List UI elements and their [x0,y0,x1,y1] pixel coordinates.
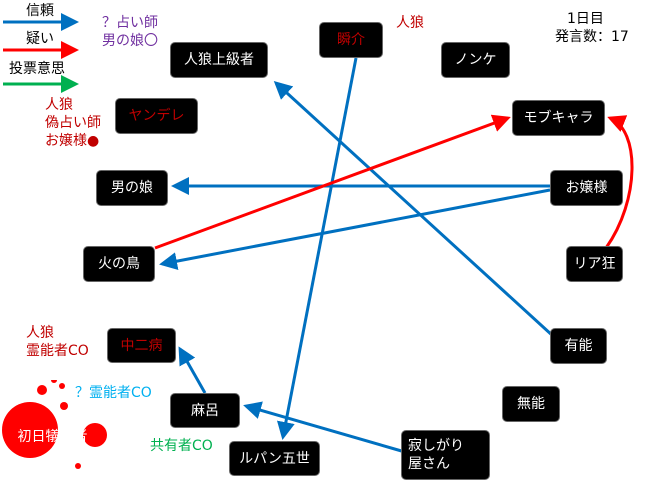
node-chuni[interactable]: 中二病 [107,328,176,363]
node-lupin[interactable]: ルパン五世 [229,441,320,476]
doubt-arrow [604,115,634,249]
trust-arrow [273,80,555,338]
shunsuke-note: 人狼 [396,15,424,31]
legend-vote-label: 投票意思 [9,61,65,77]
node-ojousama[interactable]: お嬢様 [550,170,623,206]
node-otokonoko[interactable]: 男の娘 [96,170,168,206]
remarks-count: 発言数：17 [555,29,629,45]
trust-arrow [276,57,358,440]
legend-doubt-label: 疑い [26,31,54,47]
node-riakyo[interactable]: リア狂 [566,246,623,282]
cohabit-note: 共有者CO [150,438,213,454]
node-shunsuke[interactable]: 瞬介 [319,22,383,58]
trust-arrow [243,401,406,454]
node-yuno[interactable]: 有能 [550,328,607,364]
node-nonke[interactable]: ノンケ [441,42,510,78]
node-shonichi[interactable]: 初日犠牲者 [17,428,88,445]
chuni-note: 人狼 霊能者CO [26,325,89,359]
node-mobu[interactable]: モブキャラ [512,100,605,136]
node-yandere[interactable]: ヤンデレ [115,98,198,134]
node-hinotori[interactable]: 火の鳥 [83,246,155,282]
node-maro[interactable]: 麻呂 [170,393,240,428]
fortune-note: ？占い師 男の娘〇 [102,15,158,49]
day-label: 1日目 [567,11,604,27]
node-sabishigari[interactable]: 寂しがり 屋さん [401,430,490,480]
node-muno[interactable]: 無能 [502,386,560,422]
trust-arrow [178,346,207,394]
doubt-arrow [154,114,511,250]
yandere-note: 人狼 偽占い師 お嬢様● [45,97,101,149]
node-jinro-jokyu[interactable]: 人狼上級者 [170,42,268,78]
trust-arrow [159,188,551,271]
medium-note: ？霊能者CO [75,385,152,401]
blood-splatter-icon [2,380,107,469]
legend-trust-label: 信頼 [26,3,54,19]
